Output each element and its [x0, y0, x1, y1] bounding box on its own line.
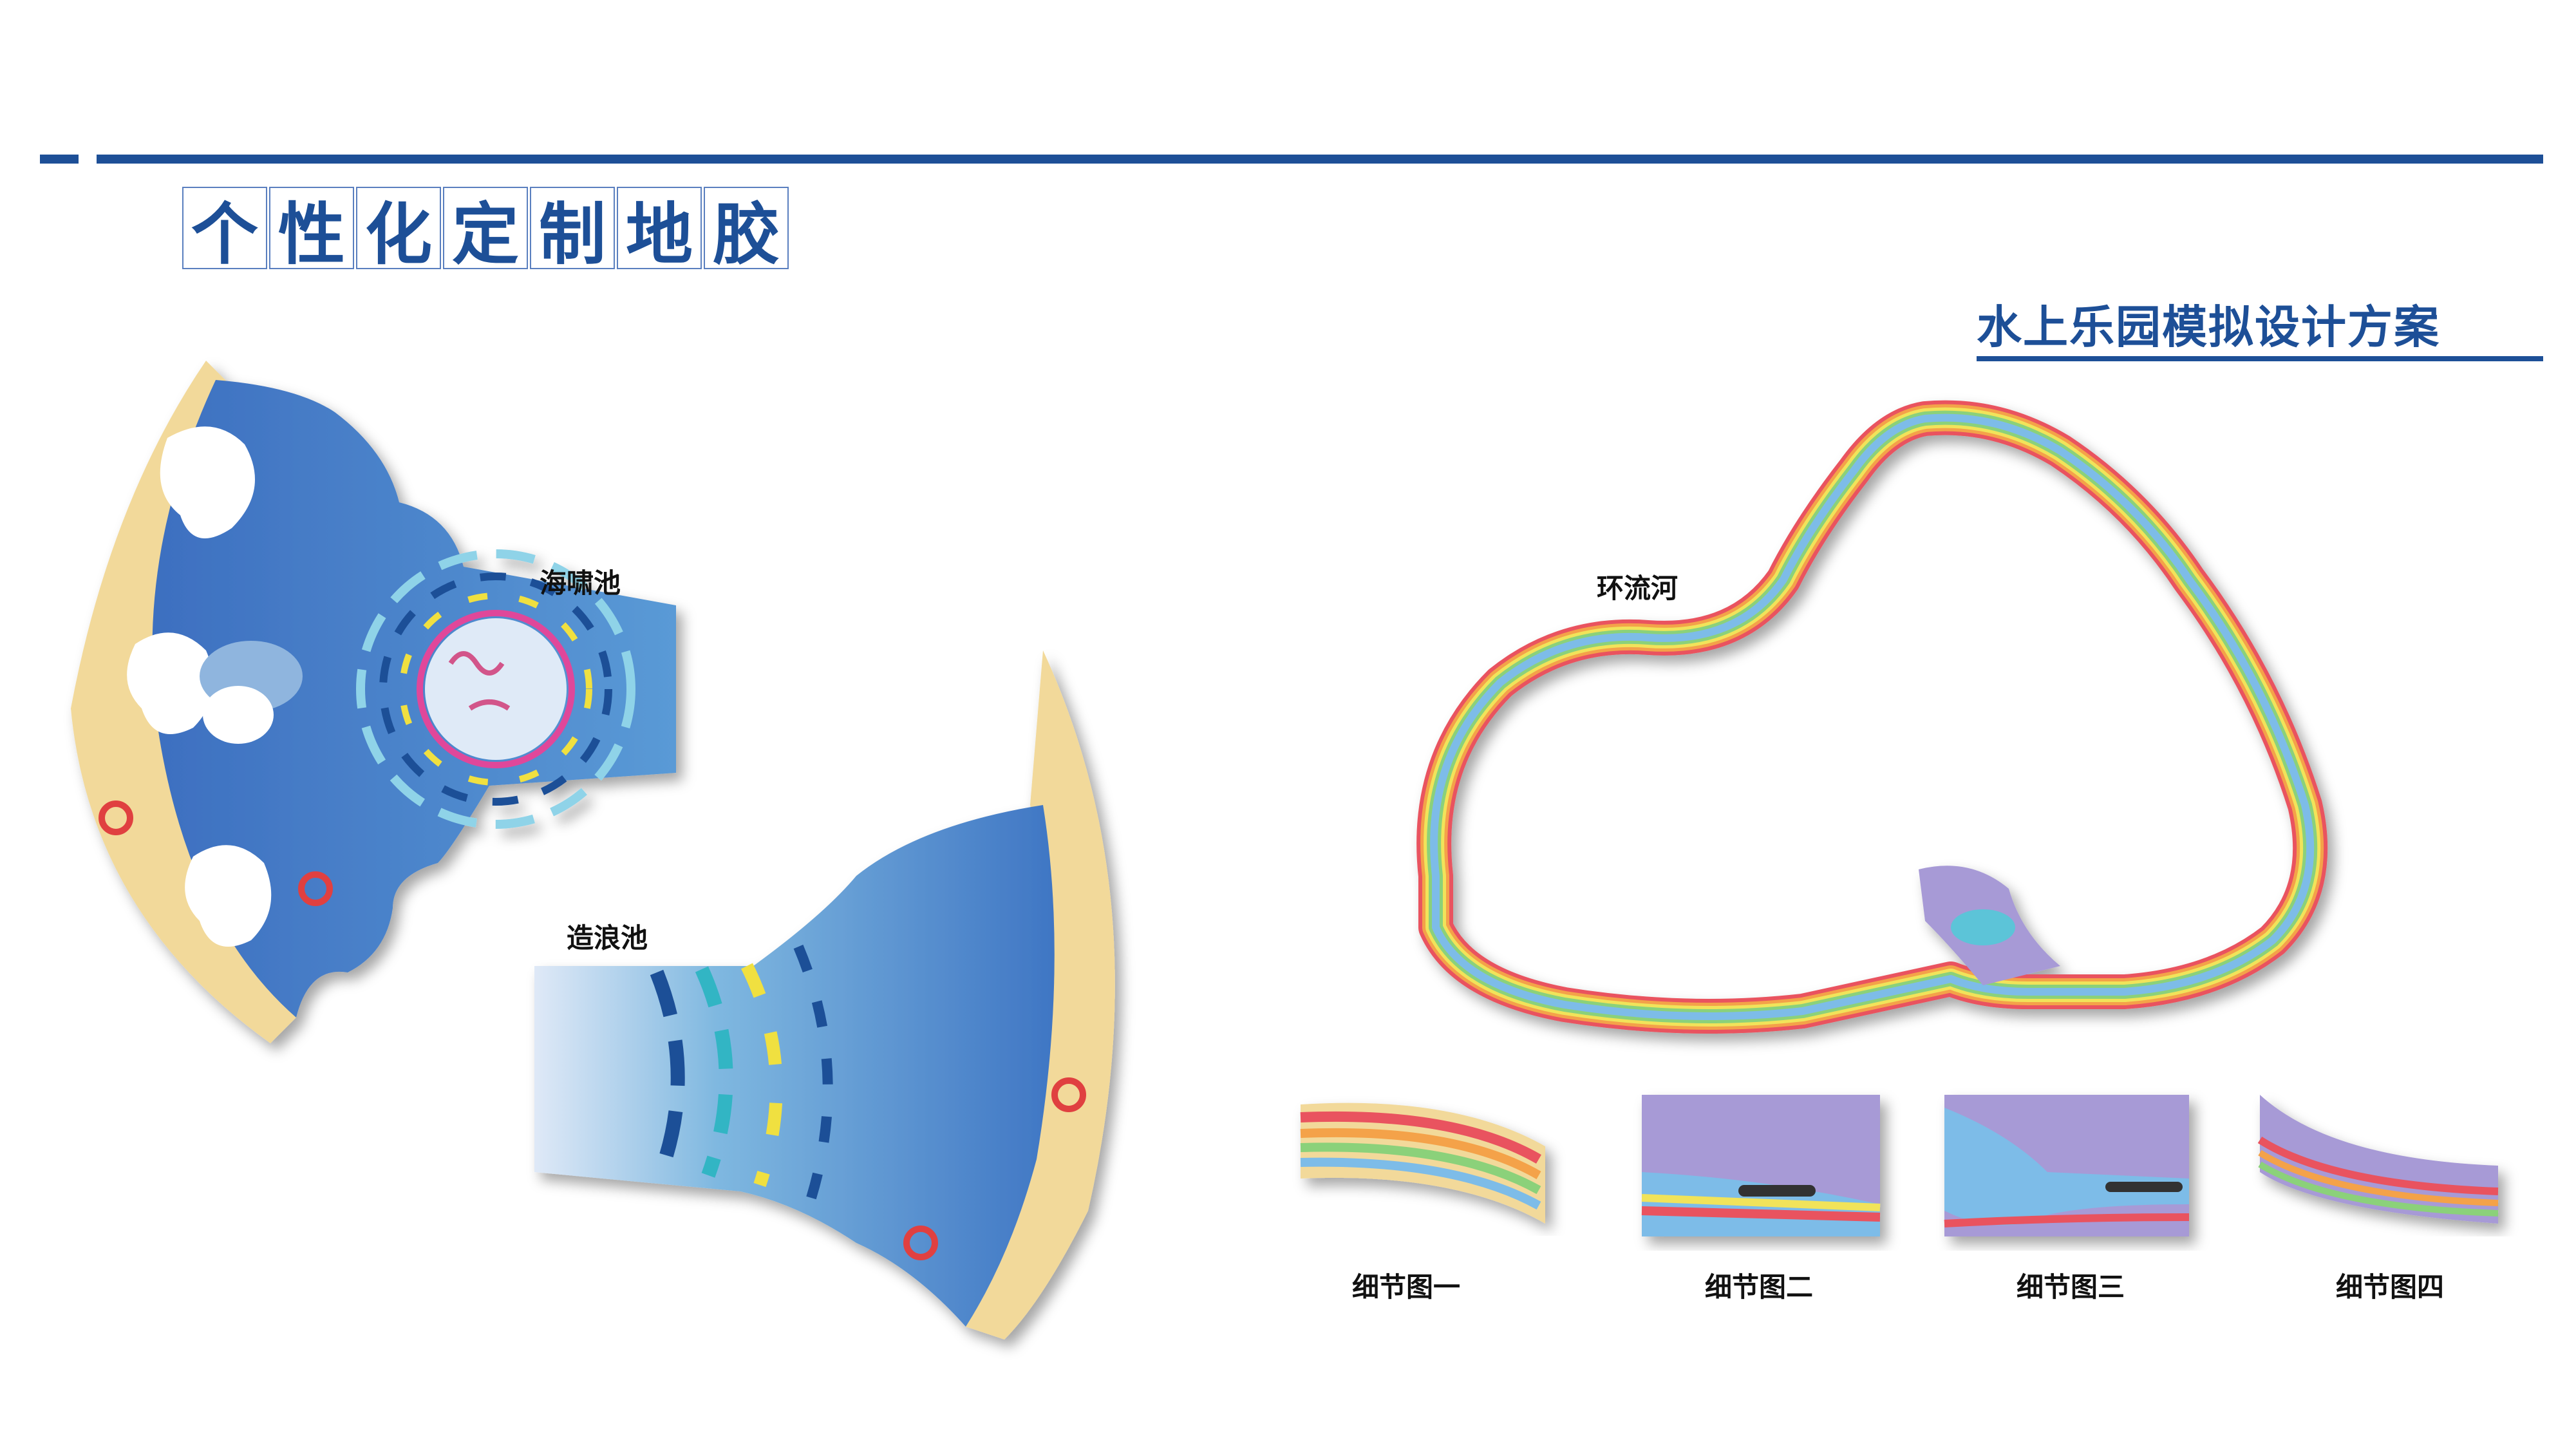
- tsunami-pool-hole: [185, 845, 272, 947]
- subtitle-underline: [1977, 356, 2543, 361]
- tsunami-pool-hole: [160, 426, 255, 538]
- title-char: 个: [182, 187, 267, 274]
- wave-pool-label: 造浪池: [567, 922, 648, 954]
- tsunami-pool-water: [152, 380, 677, 1018]
- title-char: 性: [269, 187, 354, 274]
- lazy-river-label: 环流河: [1597, 573, 1678, 604]
- title-char: 地: [617, 187, 702, 274]
- title-char: 胶: [704, 187, 789, 274]
- detail-1-label: 细节图一: [1352, 1271, 1461, 1303]
- title-char: 化: [356, 187, 441, 274]
- detail-4-label: 细节图四: [2336, 1271, 2445, 1303]
- page-title: 个 性 化 定 制 地 胶: [182, 187, 791, 274]
- title-char: 定: [443, 187, 528, 274]
- wave-pool-water: [534, 805, 1055, 1327]
- wave-pool-illustration: [534, 650, 1115, 1340]
- tsunami-pool-label: 海啸池: [540, 567, 621, 599]
- detail-3-label: 细节图三: [2017, 1271, 2125, 1303]
- detail-thumbnail-2: [1641, 1095, 1881, 1236]
- lazy-river-illustration: [1416, 400, 2328, 1034]
- tsunami-pool-hole: [127, 632, 214, 734]
- header-rule-long: [97, 155, 2543, 164]
- detail-2-label: 细节图二: [1705, 1271, 1814, 1303]
- title-char: 制: [530, 187, 615, 274]
- header-rule-short: [40, 155, 79, 164]
- wave-pool-sand: [966, 650, 1115, 1340]
- tsunami-pool-illustration: [71, 361, 677, 1043]
- lazy-river-track: [1416, 400, 2328, 1034]
- detail-thumbnail-3: [1944, 1095, 2190, 1236]
- section-subtitle: 水上乐园模拟设计方案: [1977, 301, 2440, 354]
- detail-thumbnail-4: [2257, 1095, 2499, 1224]
- detail-thumbnail-1: [1300, 1103, 1545, 1224]
